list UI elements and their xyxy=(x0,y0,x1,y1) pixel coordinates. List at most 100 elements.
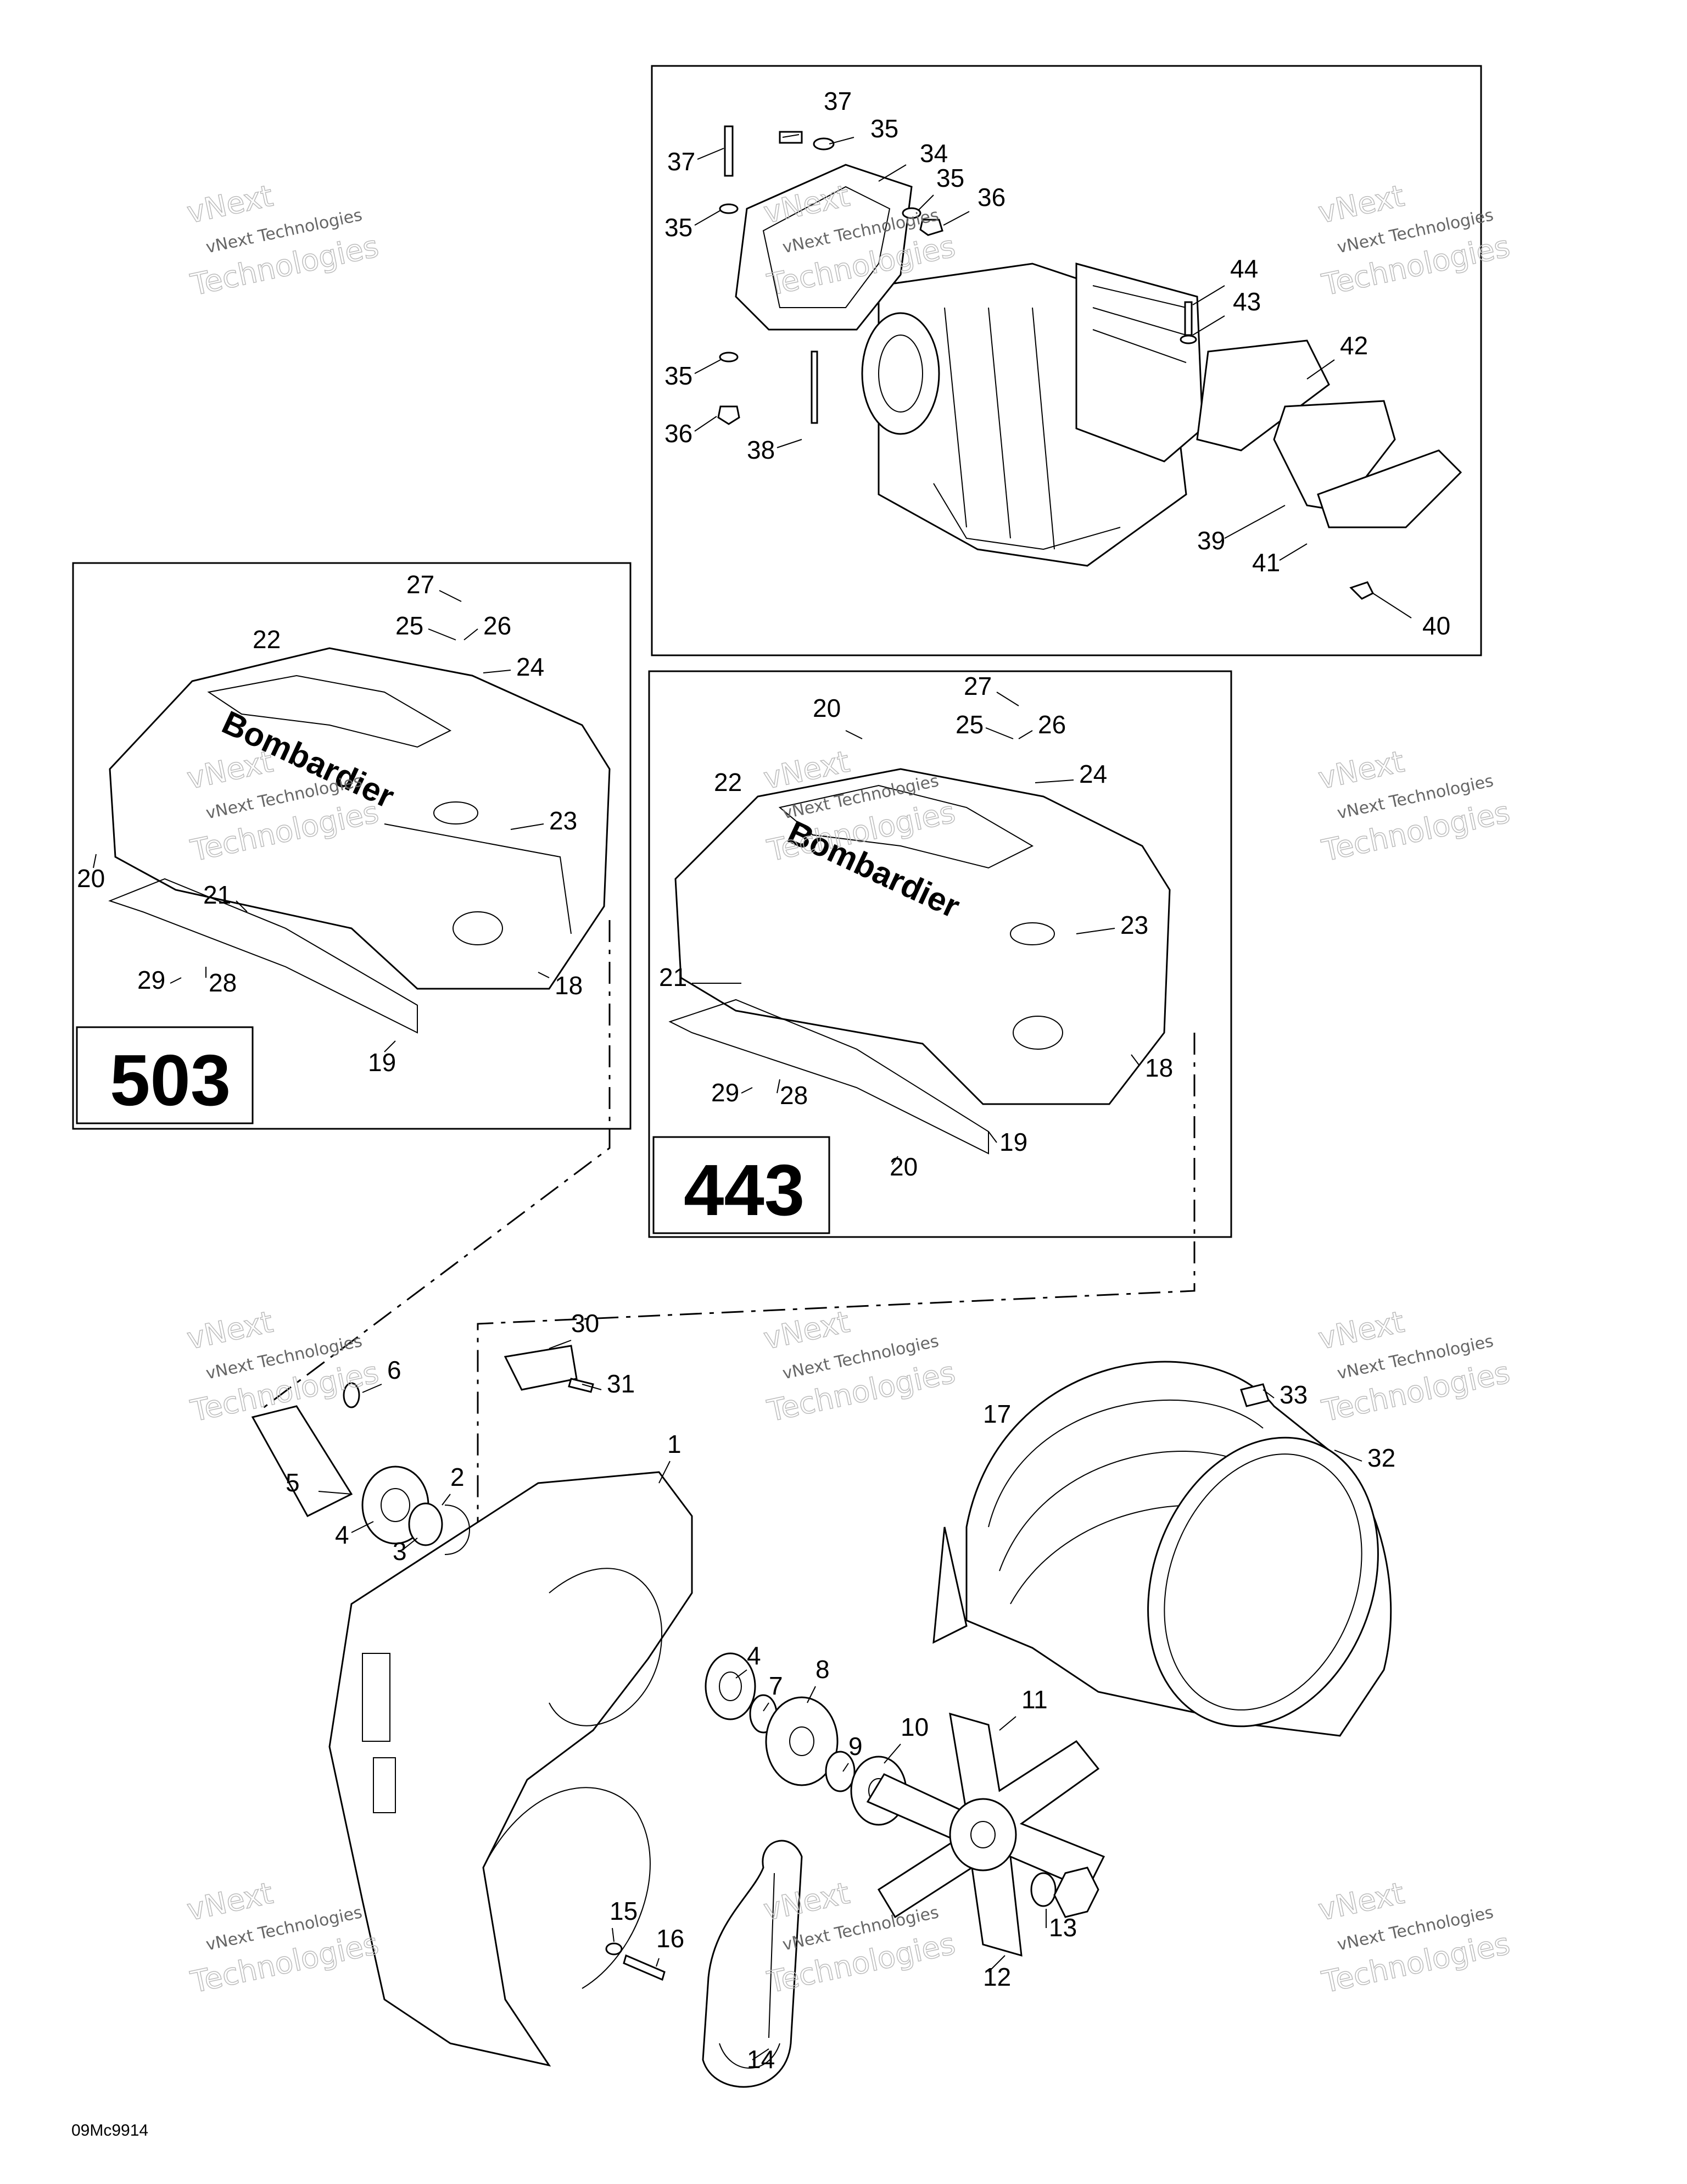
part-callout-28: 28 xyxy=(209,968,237,997)
cooling-cover-503: Bombardier xyxy=(108,647,611,1034)
svg-text:vNext: vNext xyxy=(1315,1876,1407,1927)
leader-line-35 xyxy=(694,359,721,374)
part-callout-27: 27 xyxy=(406,570,434,599)
drawing-code: 09Mc9914 xyxy=(71,2121,148,2140)
leader-line-2 xyxy=(442,1494,451,1506)
leader-line-33 xyxy=(1263,1389,1275,1399)
part-callout-29: 29 xyxy=(137,966,165,994)
part-callout-22: 22 xyxy=(253,625,281,654)
leader-line-37 xyxy=(697,148,724,160)
part-callout-43: 43 xyxy=(1233,287,1261,316)
variant-label-503: 503 xyxy=(110,1040,231,1121)
part-callout-10: 10 xyxy=(901,1713,929,1741)
svg-text:vNext: vNext xyxy=(1315,179,1407,230)
connector-dash-right xyxy=(477,1033,1196,1538)
svg-text:vNext: vNext xyxy=(184,179,276,230)
part-callout-33: 33 xyxy=(1280,1380,1308,1409)
connector-dash-left xyxy=(258,920,611,1413)
part-callout-6: 6 xyxy=(387,1356,401,1384)
part-callout-2: 2 xyxy=(450,1463,465,1491)
part-callout-25: 25 xyxy=(395,611,423,640)
part-callout-36: 36 xyxy=(977,183,1006,211)
middle-panel-frame xyxy=(648,670,1232,1238)
leader-line-7 xyxy=(763,1702,769,1712)
leader-line-4 xyxy=(351,1521,374,1533)
part-callout-11: 11 xyxy=(1021,1685,1048,1714)
leader-line-26 xyxy=(1018,730,1033,739)
part-callout-26: 26 xyxy=(1038,710,1066,739)
leader-line-10 xyxy=(884,1743,901,1764)
part-callout-42: 42 xyxy=(1340,331,1368,360)
fasteners-top xyxy=(717,125,1197,425)
part-callout-36: 36 xyxy=(664,419,692,448)
part-callout-1: 1 xyxy=(667,1430,681,1458)
part-callout-34: 34 xyxy=(920,139,948,168)
part-callout-35: 35 xyxy=(664,213,692,242)
leader-line-24 xyxy=(483,670,511,673)
leader-line-38 xyxy=(777,439,802,448)
leader-line-35 xyxy=(694,210,721,226)
part-callout-23: 23 xyxy=(1120,911,1148,939)
leader-line-21 xyxy=(236,900,248,912)
fan-cowl xyxy=(932,1361,1392,1737)
leader-line-28 xyxy=(777,1079,780,1094)
part-callout-18: 18 xyxy=(1145,1054,1173,1082)
part-callout-18: 18 xyxy=(555,971,583,1000)
leader-line-6 xyxy=(362,1384,382,1393)
leader-line-8 xyxy=(807,1686,816,1703)
leader-line-9 xyxy=(842,1763,849,1772)
fan-housing xyxy=(328,1471,693,2067)
leader-line-23 xyxy=(510,823,544,830)
svg-text:vNext: vNext xyxy=(184,1305,276,1356)
air-intake-silencer xyxy=(735,164,913,331)
part-callout-37: 37 xyxy=(824,87,852,115)
leader-line-37 xyxy=(782,134,800,138)
leader-line-30 xyxy=(549,1340,572,1349)
variant-box-443 xyxy=(652,1136,830,1234)
part-callout-3: 3 xyxy=(393,1537,407,1565)
top-right-panel-frame xyxy=(651,65,1482,656)
part-callout-21: 21 xyxy=(659,963,687,991)
leader-line-14 xyxy=(752,2048,769,2060)
leader-line-35 xyxy=(918,194,934,211)
part-callout-4: 4 xyxy=(335,1520,349,1549)
leader-line-35 xyxy=(829,137,854,144)
leader-line-26 xyxy=(463,628,478,640)
leader-line-29 xyxy=(170,977,182,984)
clamp-bracket xyxy=(504,1345,594,1393)
part-callout-26: 26 xyxy=(483,611,511,640)
leader-line-25 xyxy=(428,628,456,640)
variant-label-443: 443 xyxy=(684,1150,805,1230)
part-callout-40: 40 xyxy=(1422,611,1450,640)
part-callout-23: 23 xyxy=(549,806,577,835)
part-callout-35: 35 xyxy=(664,361,692,390)
leader-line-3 xyxy=(403,1537,418,1550)
svg-text:vNext: vNext xyxy=(1315,1305,1407,1356)
leader-line-12 xyxy=(988,1955,1006,1973)
part-callout-14: 14 xyxy=(747,2045,775,2074)
leader-line-39 xyxy=(1224,505,1286,539)
part-callout-35: 35 xyxy=(936,164,964,192)
part-callout-20: 20 xyxy=(77,864,105,893)
part-callout-20: 20 xyxy=(813,694,841,722)
leader-line-23 xyxy=(1076,928,1115,934)
leader-line-19 xyxy=(384,1040,396,1052)
leader-line-16 xyxy=(656,1958,660,1967)
leader-line-18 xyxy=(538,972,550,978)
leader-line-44 xyxy=(1192,285,1225,305)
part-callout-8: 8 xyxy=(815,1655,830,1684)
leader-line-36 xyxy=(943,211,970,226)
leader-line-4 xyxy=(735,1669,747,1679)
leader-line-18 xyxy=(1131,1054,1140,1066)
part-callout-31: 31 xyxy=(607,1369,635,1398)
leader-line-43 xyxy=(1192,315,1225,336)
part-callout-41: 41 xyxy=(1252,548,1280,577)
part-callout-13: 13 xyxy=(1049,1913,1077,1942)
part-callout-5: 5 xyxy=(286,1468,300,1497)
leader-line-40 xyxy=(1372,593,1412,619)
cooling-fan xyxy=(866,1712,1105,1957)
part-callout-44: 44 xyxy=(1230,254,1258,283)
leader-line-1 xyxy=(658,1461,671,1484)
